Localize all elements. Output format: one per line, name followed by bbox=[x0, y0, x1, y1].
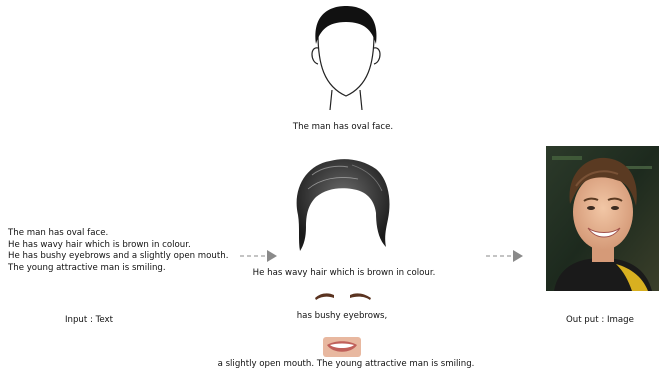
input-line: The man has oval face. bbox=[8, 228, 228, 240]
hair-caption: He has wavy hair which is brown in colou… bbox=[253, 268, 436, 278]
eyebrows-caption: has bushy eyebrows, bbox=[297, 311, 388, 321]
mouth-caption: a slightly open mouth. The young attract… bbox=[218, 359, 475, 369]
bushy-eyebrows-image bbox=[314, 291, 372, 303]
input-label: Input : Text bbox=[65, 315, 113, 325]
input-line: The young attractive man is smiling. bbox=[8, 263, 228, 275]
output-arrow-icon bbox=[486, 249, 524, 263]
input-arrow-icon bbox=[240, 249, 278, 263]
input-text-block: The man has oval face. He has wavy hair … bbox=[8, 228, 228, 274]
open-mouth-image bbox=[323, 337, 361, 357]
face-caption: The man has oval face. bbox=[293, 122, 393, 132]
input-line: He has bushy eyebrows and a slightly ope… bbox=[8, 251, 228, 263]
input-line: He has wavy hair which is brown in colou… bbox=[8, 240, 228, 252]
oval-face-illustration bbox=[306, 4, 386, 112]
output-label: Out put : Image bbox=[566, 315, 634, 325]
output-face-photo bbox=[546, 146, 659, 291]
wavy-hair-image bbox=[292, 155, 392, 255]
